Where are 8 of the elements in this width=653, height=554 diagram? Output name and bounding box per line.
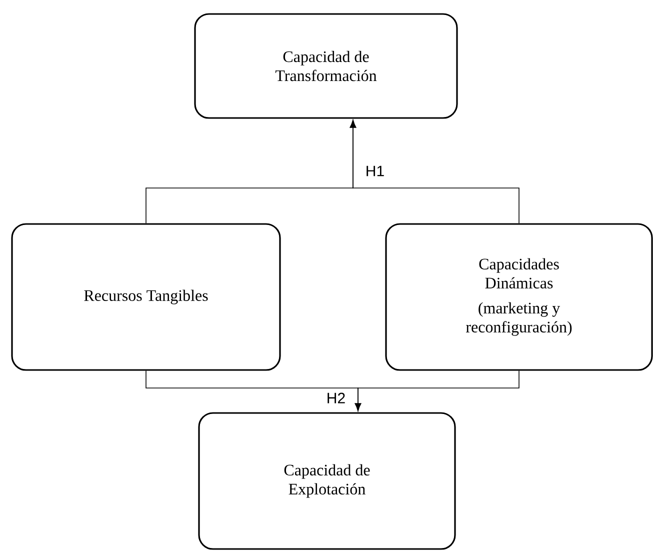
arrow: [354, 370, 520, 411]
process-box: Capacidad de Transformación: [194, 13, 458, 119]
edge-label: H2: [325, 392, 347, 404]
process-box: Capacidades Dinámicas (marketing y reconfiguración): [385, 223, 653, 371]
process-box: Recursos Tangibles: [11, 223, 281, 371]
process-box: Capacidad de Explotación: [198, 412, 456, 550]
arrow: [350, 120, 520, 224]
edge-label: H1: [364, 164, 386, 178]
